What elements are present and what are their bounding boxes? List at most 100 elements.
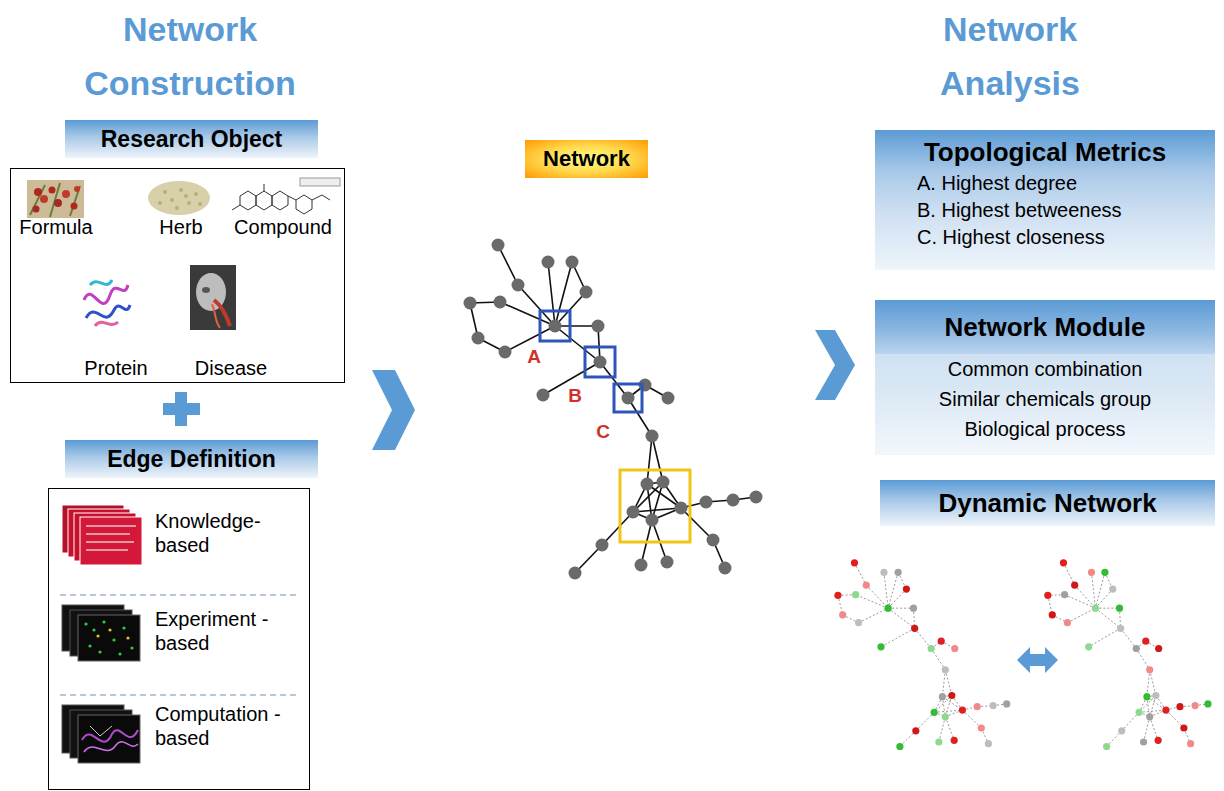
text-holder: Similar chemicals group <box>875 384 1215 414</box>
graph-node <box>1133 645 1140 652</box>
text-holder: Experiment -based <box>155 607 300 655</box>
heading-text: Network <box>543 146 630 171</box>
item-label: Protein <box>84 357 147 379</box>
graph-edge <box>945 717 954 741</box>
graph-node <box>657 476 670 489</box>
graph-node <box>569 567 582 580</box>
graph-node <box>1142 638 1149 645</box>
separator <box>60 595 300 695</box>
herb-photo <box>187 201 191 205</box>
heading-text: Edge Definition <box>107 446 276 472</box>
microarray-stack <box>92 628 95 631</box>
text-holder: Knowledge- based <box>155 509 300 557</box>
simulation-stack <box>82 730 138 742</box>
protein-ribbon <box>84 285 128 304</box>
microarray-stack <box>62 605 140 661</box>
text-holder: Dynamic Network <box>938 488 1156 519</box>
disease-scan <box>212 304 220 328</box>
disease-scan <box>190 265 236 330</box>
label-holder: Network Construction <box>60 2 320 110</box>
text-holder: Compound <box>234 215 332 239</box>
microarray-stack <box>84 622 87 625</box>
callout-letter: B <box>568 385 582 406</box>
graph-node <box>880 569 887 576</box>
compound-structure <box>240 191 256 210</box>
text-holder: Network Module <box>875 300 1215 354</box>
graph-node <box>1061 591 1068 598</box>
graph-node <box>839 611 846 618</box>
graph-node <box>1118 727 1125 734</box>
graph-edge <box>1150 717 1158 741</box>
text-holder: Herb <box>159 215 202 239</box>
graph-node <box>542 256 555 269</box>
formula-photo <box>74 186 80 192</box>
protein-ribbon <box>84 280 130 326</box>
graph-node <box>1140 738 1147 745</box>
graph-node <box>939 693 946 700</box>
item-label: Disease <box>195 357 267 379</box>
double-arrow <box>1017 647 1058 673</box>
microarray-stack <box>126 636 129 639</box>
graph-edge <box>1150 670 1156 696</box>
text-holder: B. Highest betweeness <box>875 197 1215 224</box>
heading-text: Dynamic Network <box>938 488 1156 518</box>
graph-node <box>750 491 763 504</box>
item-text: A. Highest degree <box>917 172 1077 194</box>
graph-node <box>566 256 579 269</box>
graph-edge <box>915 628 932 648</box>
graph-node <box>675 502 688 515</box>
item-text: B. Highest betweeness <box>917 199 1122 221</box>
graph-edge <box>945 670 951 696</box>
graph-node <box>974 703 981 710</box>
text-holder: Common combination <box>875 354 1215 384</box>
metrics-panel: Topological MetricsA. Highest degreeB. H… <box>875 130 1215 270</box>
graph-node <box>895 569 902 576</box>
graph-node <box>1180 724 1187 731</box>
graph-node <box>935 738 942 745</box>
item-label: Herb <box>159 216 202 238</box>
graph-node <box>592 320 605 333</box>
graph-node <box>931 709 938 716</box>
edge-panel: Knowledge- basedExperiment -basedComputa… <box>48 488 310 790</box>
formula-photo <box>33 206 40 213</box>
compound-structure <box>256 191 272 210</box>
graph-node <box>707 534 720 547</box>
graph-node <box>499 346 512 359</box>
graph-edge <box>888 589 906 608</box>
microarray-stack <box>108 628 111 631</box>
journal-stack <box>62 505 142 565</box>
graph-node <box>834 592 841 599</box>
compound-structure <box>300 178 340 186</box>
graph-edge <box>1166 710 1184 728</box>
item-text: Similar chemicals group <box>939 388 1151 410</box>
highlight-square <box>540 311 570 341</box>
herb-photo <box>170 198 174 202</box>
heading-text: Research Object <box>101 126 283 152</box>
herb-photo <box>148 181 210 215</box>
microarray-stack <box>98 650 101 653</box>
formula-photo <box>62 190 70 198</box>
protein-ribbon <box>95 322 118 326</box>
disease-scan <box>202 287 210 293</box>
object-panel: FormulaHerbCompoundProteinDisease <box>10 168 345 383</box>
graph-edge <box>548 262 555 326</box>
journal-stack <box>80 517 142 565</box>
graph-node <box>985 740 992 747</box>
graph-node <box>1146 713 1153 720</box>
graph-edge <box>962 710 981 728</box>
herb-photo <box>148 181 210 215</box>
graph-edge <box>916 712 934 730</box>
graph-node <box>942 666 949 673</box>
graph-node <box>1155 737 1162 744</box>
graph-node <box>1092 605 1099 612</box>
herb-photo <box>163 190 167 194</box>
microarray-stack <box>112 638 115 641</box>
graph-edge <box>1089 628 1121 646</box>
graph-edge <box>681 508 713 540</box>
graph-edge <box>647 436 652 484</box>
heading-text: Network Module <box>945 312 1146 342</box>
compound-structure <box>232 184 330 210</box>
plus-sign <box>163 403 200 415</box>
protein-ribbon <box>86 305 130 318</box>
